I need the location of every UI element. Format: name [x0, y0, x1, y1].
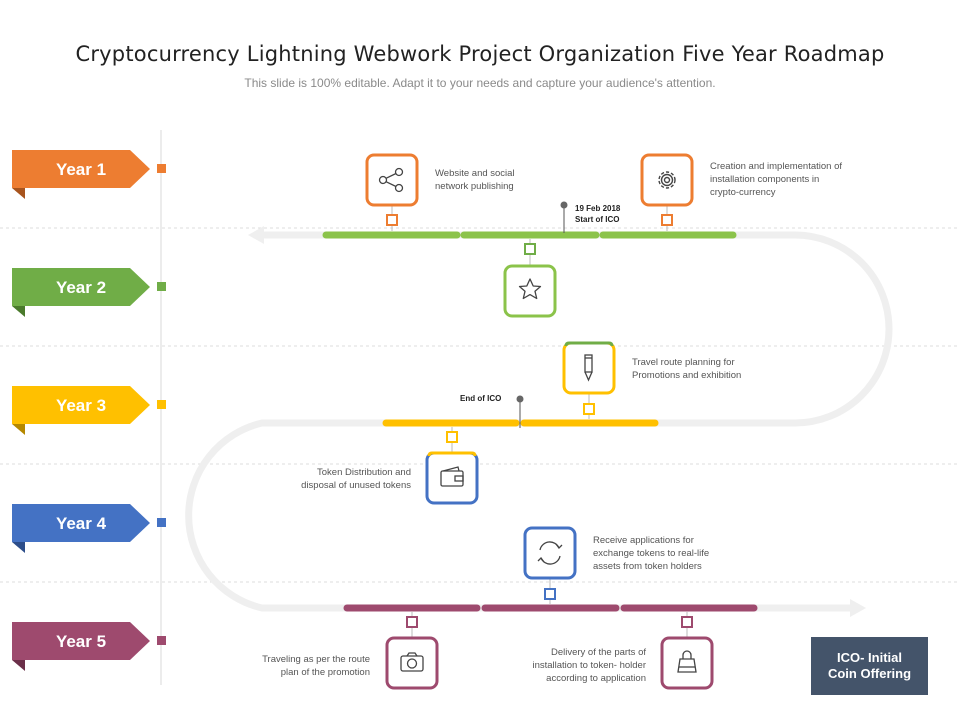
gear-icon — [658, 171, 676, 189]
year-ribbon-5: Year 5 — [12, 622, 166, 671]
year-axis-marker — [157, 636, 166, 645]
milestone-text-refresh: Receive applications for exchange tokens… — [593, 535, 710, 572]
end-of-ico-label: End of ICO — [460, 394, 502, 403]
milestone-text-bag: Delivery of the parts of installation to… — [532, 647, 646, 684]
year-label: Year 4 — [56, 514, 107, 533]
start-of-ico-pin — [560, 201, 568, 233]
milestone-share — [365, 153, 419, 231]
year-axis-marker — [157, 282, 166, 291]
milestone-star — [503, 239, 557, 318]
year-ribbon-3: Year 3 — [12, 386, 166, 435]
row-separators — [0, 227, 960, 583]
year-label: Year 2 — [56, 278, 106, 297]
end-of-ico-pin — [516, 395, 524, 428]
pencil-icon — [584, 354, 593, 382]
milestone-refresh — [523, 526, 577, 604]
milestone-text-gear: Creation and implementation of installat… — [710, 161, 843, 198]
milestone-camera — [385, 612, 439, 690]
milestone-pencil — [562, 341, 616, 419]
ico-legend-box: ICO- Initial Coin Offering — [811, 637, 928, 695]
share-icon — [378, 167, 404, 193]
year-label: Year 1 — [56, 160, 106, 179]
camera-icon — [400, 652, 424, 672]
year-label: Year 5 — [56, 632, 106, 651]
start-date-label: 19 Feb 2018 — [575, 204, 621, 213]
milestone-text-camera: Traveling as per the route plan of the p… — [262, 654, 370, 678]
year-ribbon-1: Year 1 — [12, 150, 166, 199]
milestone-text-wallet: Token Distribution and disposal of unuse… — [301, 467, 411, 491]
star-icon — [518, 278, 542, 300]
page-subtitle: This slide is 100% editable. Adapt it to… — [244, 76, 716, 90]
ico-legend-line2: Coin Offering — [827, 666, 912, 681]
timeline-segments — [322, 231, 758, 612]
year-label: Year 3 — [56, 396, 106, 415]
bag-icon — [677, 650, 697, 673]
milestone-gear — [640, 153, 694, 231]
wallet-icon — [440, 466, 464, 487]
milestone-wallet — [425, 427, 479, 505]
milestone-bag — [660, 612, 714, 690]
refresh-icon — [537, 541, 563, 565]
year-axis-marker — [157, 164, 166, 173]
milestone-text-pencil: Travel route planning for Promotions and… — [632, 357, 742, 381]
year-axis-marker — [157, 400, 166, 409]
milestone-text-share: Website and social network publishing — [435, 168, 515, 192]
page-title: Cryptocurrency Lightning Webwork Project… — [75, 42, 885, 66]
path-start-arrow — [248, 226, 264, 244]
ico-legend-line1: ICO- Initial — [837, 650, 902, 665]
timeline-path — [185, 226, 893, 617]
year-axis-marker — [157, 518, 166, 527]
year-ribbon-4: Year 4 — [12, 504, 166, 553]
path-end-arrow — [850, 599, 866, 617]
start-of-ico-label: Start of ICO — [575, 215, 620, 224]
year-ribbon-2: Year 2 — [12, 268, 166, 317]
